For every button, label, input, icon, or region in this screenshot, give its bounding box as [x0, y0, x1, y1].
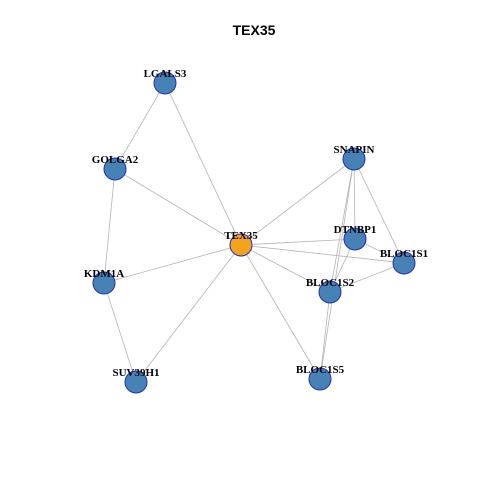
edge-bloc1s2-bloc1s5: [319, 291, 331, 380]
node-snapin[interactable]: [342, 147, 366, 171]
node-bloc1s2[interactable]: [318, 280, 342, 304]
node-lgals3[interactable]: [153, 71, 177, 95]
edge-tex35-kdm1a: [103, 244, 242, 284]
node-suv39h1[interactable]: [124, 370, 148, 394]
node-bloc1s1[interactable]: [392, 251, 416, 275]
edge-bloc1s1-bloc1s2: [329, 262, 405, 293]
node-label-tex35: TEX35: [224, 230, 258, 242]
edge-tex35-suv39h1: [135, 244, 242, 383]
edge-tex35-golga2: [114, 168, 242, 246]
edge-kdm1a-suv39h1: [103, 282, 137, 383]
edge-tex35-bloc1s5: [240, 244, 321, 380]
edge-snapin-dtnbp1: [353, 158, 356, 240]
node-label-lgals3: LGALS3: [144, 68, 187, 80]
node-label-bloc1s1: BLOC1S1: [380, 248, 428, 260]
nodes-layer: [92, 71, 416, 394]
node-dtnbp1[interactable]: [343, 227, 367, 251]
edge-snapin-bloc1s1: [353, 158, 405, 264]
edge-golga2-kdm1a: [103, 168, 116, 284]
node-label-dtnbp1: DTNBP1: [334, 224, 377, 236]
node-label-suv39h1: SUV39H1: [112, 367, 159, 379]
edge-lgals3-golga2: [114, 82, 166, 170]
edge-tex35-dtnbp1: [240, 238, 356, 246]
edge-snapin-bloc1s5: [319, 158, 355, 380]
node-label-bloc1s2: BLOC1S2: [306, 277, 355, 289]
node-bloc1s5[interactable]: [308, 367, 332, 391]
node-label-bloc1s5: BLOC1S5: [296, 364, 345, 376]
edges-layer: [103, 82, 405, 383]
edge-snapin-bloc1s2: [329, 158, 355, 293]
node-label-golga2: GOLGA2: [92, 154, 139, 166]
graph-title: TEX35: [233, 22, 276, 38]
node-label-kdm1a: KDM1A: [84, 268, 124, 280]
edge-tex35-snapin: [240, 158, 355, 246]
edge-tex35-bloc1s1: [240, 244, 405, 264]
node-golga2[interactable]: [103, 157, 127, 181]
edge-tex35-lgals3: [164, 82, 242, 246]
node-label-snapin: SNAPIN: [334, 144, 375, 156]
node-kdm1a[interactable]: [92, 271, 116, 295]
edge-tex35-bloc1s2: [240, 244, 331, 293]
node-tex35[interactable]: [229, 233, 253, 257]
